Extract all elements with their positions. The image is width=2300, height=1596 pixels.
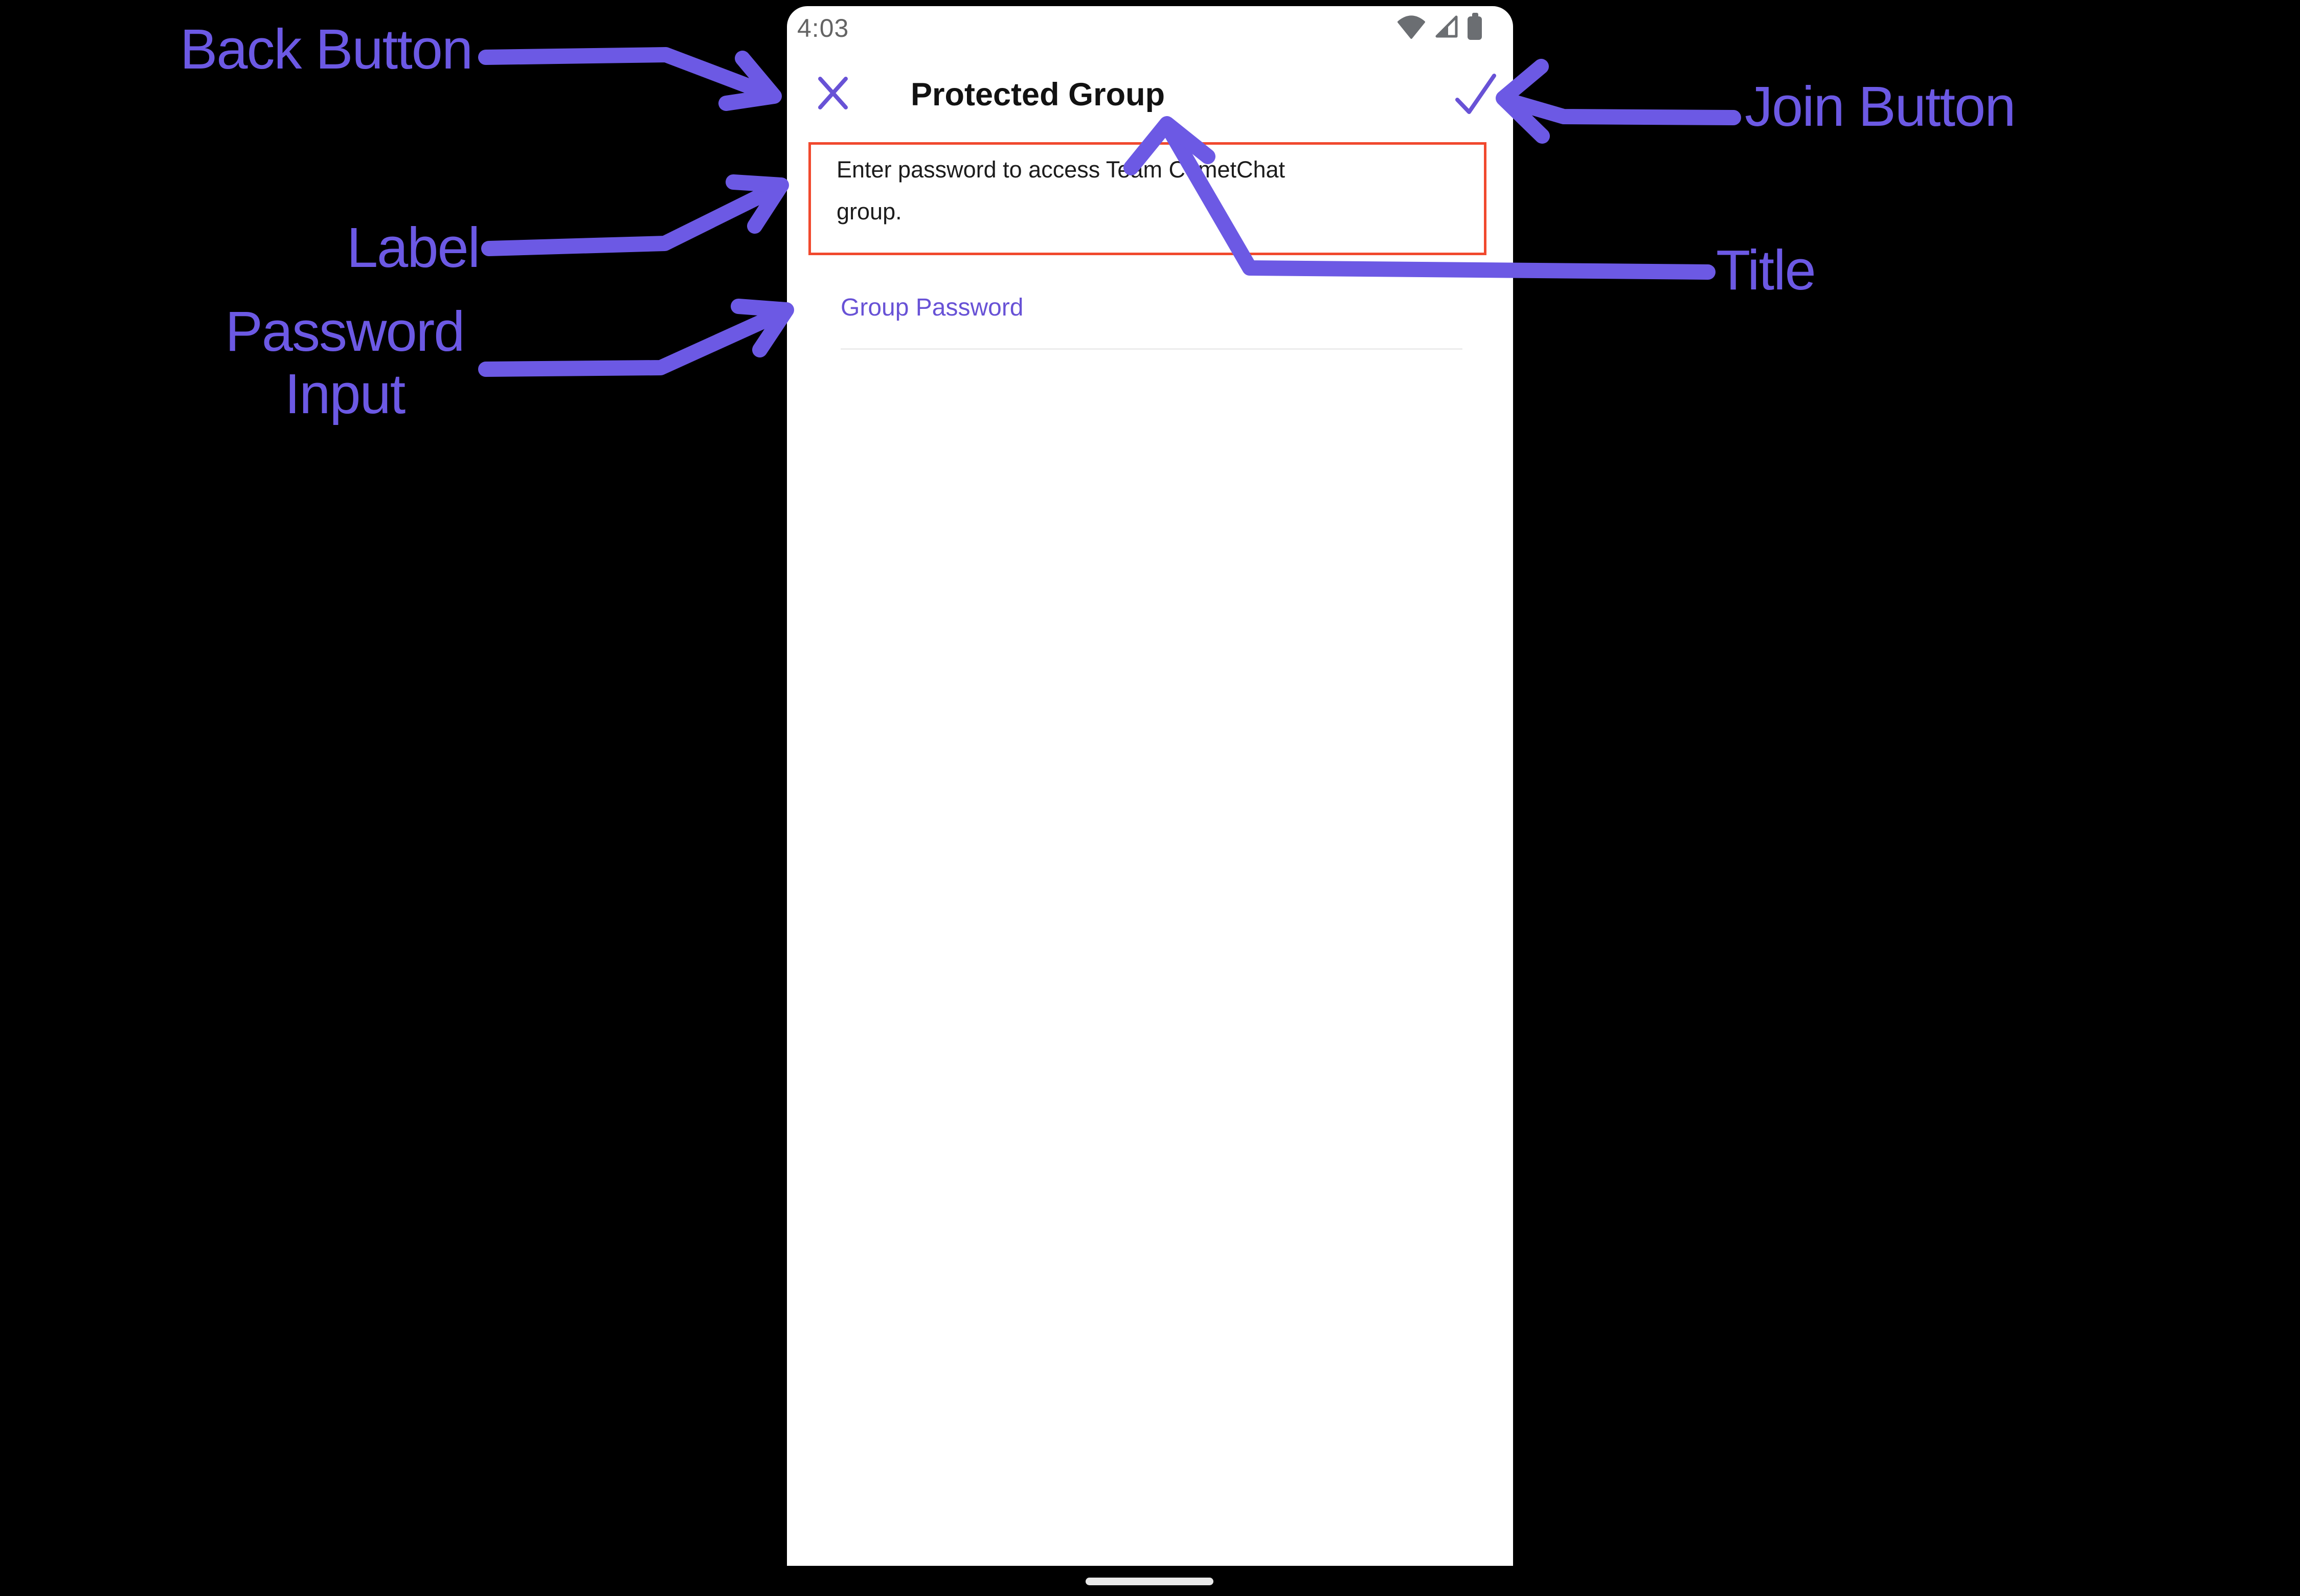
label-highlight-box: Enter password to access Team CometChat … — [808, 142, 1486, 255]
home-indicator[interactable] — [1086, 1578, 1213, 1585]
wifi-icon — [1397, 15, 1425, 39]
back-button[interactable] — [806, 66, 860, 120]
signal-icon — [1435, 15, 1458, 38]
label-text: Enter password to access Team CometChat … — [837, 156, 1286, 224]
input-underline — [841, 348, 1462, 350]
annotation-join-button: Join Button — [1745, 75, 2016, 138]
page-title: Protected Group — [911, 77, 1165, 113]
join-button[interactable] — [1446, 63, 1506, 124]
app-header: Protected Group — [787, 6, 1513, 129]
label-arrow — [481, 174, 789, 256]
password-input-label: Group Password — [841, 294, 1024, 321]
annotation-label: Label — [347, 216, 480, 279]
annotation-title: Title — [1716, 239, 1816, 302]
battery-icon — [1468, 13, 1482, 40]
annotation-back-button: Back Button — [180, 18, 473, 81]
status-icons — [1396, 12, 1482, 41]
close-icon — [818, 77, 848, 109]
phone-screen: 4:03 Protected Gr — [787, 6, 1513, 1566]
password-input[interactable]: Group Password — [841, 293, 1462, 350]
check-icon — [1455, 74, 1496, 114]
join-button-arrow — [1496, 59, 1741, 144]
status-time: 4:03 — [797, 14, 849, 42]
back-button-arrow — [478, 47, 782, 111]
annotation-password-input: Password Input — [225, 300, 465, 425]
password-input-arrow — [478, 299, 794, 377]
